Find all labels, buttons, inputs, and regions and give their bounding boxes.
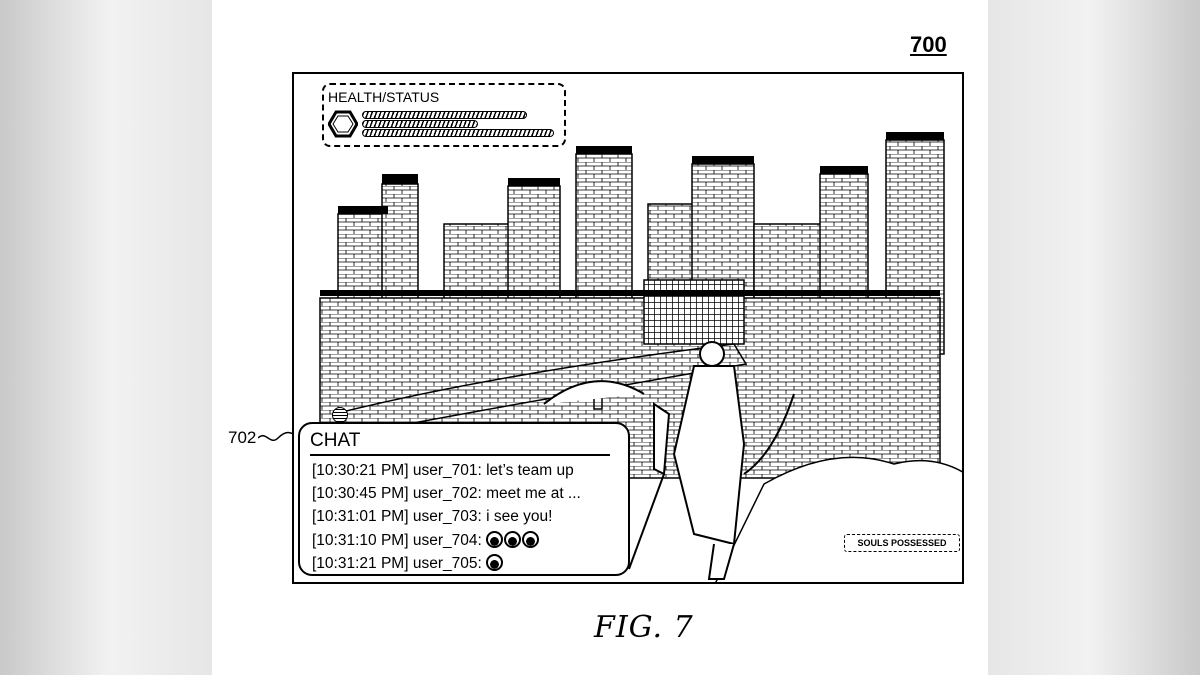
figure-number: 700 xyxy=(910,32,947,57)
hexagon-avatar-icon xyxy=(328,110,358,138)
knight-figure xyxy=(628,341,795,580)
chat-title: CHAT xyxy=(310,430,361,451)
health-status-panel: HEALTH/STATUS xyxy=(322,83,566,147)
stamina-bar xyxy=(362,120,478,128)
globe-icon[interactable] xyxy=(332,407,348,423)
game-screen: HEALTH/STATUS CHAT [10:30:21 PM] user_70… xyxy=(292,72,964,584)
chat-message: [10:30:45 PM] user_702: meet me at ... xyxy=(312,485,581,502)
emoji-icon xyxy=(522,531,540,548)
figure-caption: FIG. 7 xyxy=(594,610,694,645)
castle-scene xyxy=(319,132,962,582)
chat-message: [10:31:21 PM] user_705: xyxy=(312,554,504,573)
chat-message: [10:31:10 PM] user_704: xyxy=(312,531,540,550)
chat-reference-label: 702 xyxy=(228,428,257,447)
chat-divider xyxy=(310,454,610,456)
souls-possessed-label: SOULS POSSESSED xyxy=(844,534,960,552)
health-bar xyxy=(362,111,528,119)
chat-message: [10:31:01 PM] user_703: i see you! xyxy=(312,508,553,525)
emoji-icon xyxy=(486,554,504,571)
chat-panel: CHAT [10:30:21 PM] user_701: let’s team … xyxy=(298,422,630,576)
emoji-icon xyxy=(486,531,504,548)
mana-bar xyxy=(362,129,554,137)
health-status-title: HEALTH/STATUS xyxy=(328,89,440,105)
emoji-icon xyxy=(504,531,522,548)
leader-line xyxy=(258,431,298,441)
chat-message: [10:30:21 PM] user_701: let’s team up xyxy=(312,462,574,479)
